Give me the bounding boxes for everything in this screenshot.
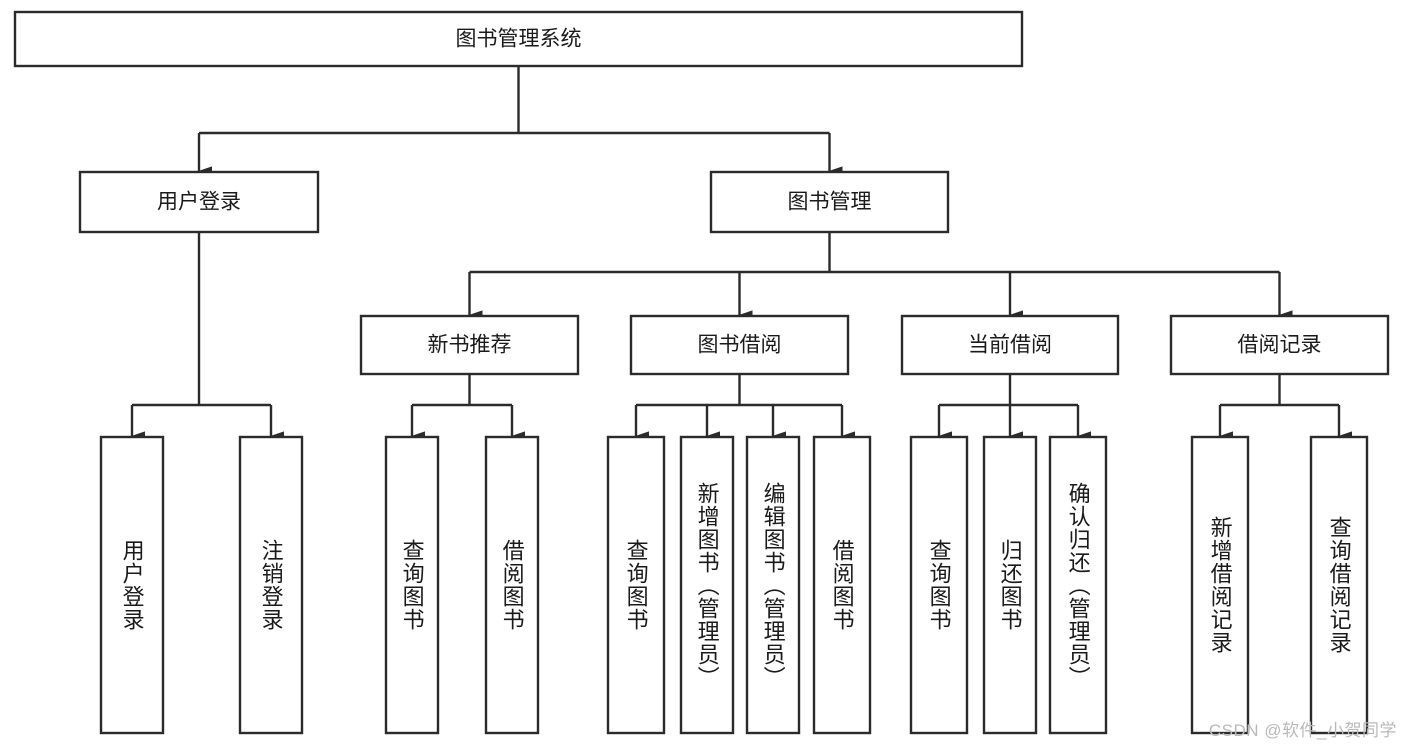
- csdn-watermark: CSDN @软件_小贺同学: [1208, 721, 1397, 740]
- node-box-new-book-recommend[interactable]: [359, 314, 580, 376]
- node-label-book-manage: 图书管理: [788, 191, 872, 214]
- node-box-user-login[interactable]: [78, 170, 320, 234]
- connectors: [130, 66, 1352, 441]
- node-box-leaf-user-login[interactable]: [99, 435, 165, 735]
- node-box-leaf-query-book-1[interactable]: [384, 435, 440, 735]
- node-box-book-manage[interactable]: [709, 170, 950, 234]
- node-box-borrow-record[interactable]: [1169, 314, 1390, 376]
- node-label-borrow-record: 借阅记录: [1238, 334, 1322, 357]
- node-box-leaf-edit-book[interactable]: [745, 435, 801, 735]
- node-box-leaf-query-book-3[interactable]: [909, 435, 969, 735]
- node-label-root: 图书管理系统: [456, 28, 582, 51]
- node-label-new-book-recommend: 新书推荐: [428, 334, 512, 357]
- node-box-leaf-add-record[interactable]: [1190, 435, 1250, 735]
- node-box-leaf-borrow-book-2[interactable]: [812, 435, 872, 735]
- node-box-leaf-logout[interactable]: [238, 435, 304, 735]
- node-label-user-login: 用户登录: [157, 191, 241, 214]
- node-box-leaf-confirm-return[interactable]: [1048, 435, 1108, 735]
- node-box-leaf-borrow-book-1[interactable]: [484, 435, 540, 735]
- node-box-leaf-query-record[interactable]: [1309, 435, 1369, 735]
- node-box-leaf-query-book-2[interactable]: [606, 435, 666, 735]
- node-box-leaf-return-book[interactable]: [982, 435, 1038, 735]
- node-box-current-borrow[interactable]: [900, 314, 1120, 376]
- node-box-root[interactable]: [13, 10, 1024, 68]
- node-label-current-borrow: 当前借阅: [968, 334, 1052, 357]
- node-box-book-borrow[interactable]: [629, 314, 850, 376]
- node-box-leaf-add-book[interactable]: [679, 435, 735, 735]
- node-label-book-borrow: 图书借阅: [698, 334, 782, 357]
